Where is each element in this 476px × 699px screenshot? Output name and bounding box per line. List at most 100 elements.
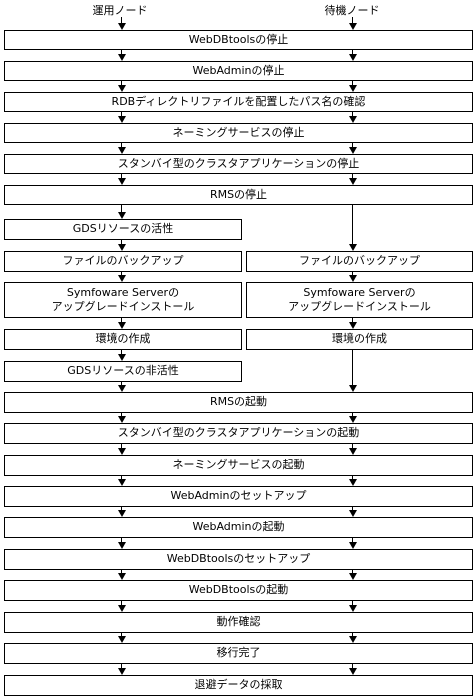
arrow — [349, 244, 357, 251]
arrow — [118, 668, 126, 675]
arrow — [349, 322, 357, 329]
arrow — [121, 81, 122, 85]
step-stop-webdbtools: WebDBtoolsの停止 — [4, 30, 473, 50]
step-start-rms: RMSの起動 — [4, 392, 473, 413]
arrow — [121, 444, 122, 448]
step-activate-gds: GDSリソースの活性 — [4, 219, 242, 240]
arrow — [349, 54, 357, 61]
arrow — [121, 240, 122, 244]
step-stop-rms: RMSの停止 — [4, 185, 473, 205]
arrow — [352, 81, 353, 85]
step-start-cluster-app: スタンバイ型のクラスタアプリケーションの起動 — [4, 423, 473, 444]
arrow — [118, 510, 126, 517]
step-create-env-active: 環境の作成 — [4, 329, 242, 350]
arrow — [121, 50, 122, 54]
arrow — [121, 205, 122, 212]
arrow — [349, 668, 357, 675]
step-stop-cluster-app: スタンバイ型のクラスタアプリケーションの停止 — [4, 154, 473, 174]
arrow — [352, 174, 353, 178]
arrow — [352, 664, 353, 668]
step-create-env-standby: 環境の作成 — [246, 329, 473, 350]
arrow — [349, 385, 357, 392]
arrow — [352, 507, 353, 510]
arrow — [352, 50, 353, 54]
arrow — [118, 354, 126, 361]
arrow — [118, 275, 126, 282]
arrow — [352, 318, 353, 322]
arrow — [118, 573, 126, 580]
standby-node-label: 待機ノード — [324, 4, 380, 17]
arrow — [118, 178, 126, 185]
step-start-naming-service: ネーミングサービスの起動 — [4, 455, 473, 476]
arrow — [349, 23, 357, 30]
step-check-rdb-path: RDBディレクトリファイルを配置したパス名の確認 — [4, 92, 473, 112]
arrow — [118, 147, 126, 154]
arrow — [352, 143, 353, 147]
arrow — [118, 448, 126, 455]
arrow — [118, 542, 126, 549]
step-setup-webdbtools: WebDBtoolsのセットアップ — [4, 549, 473, 570]
step-migration-complete: 移行完了 — [4, 643, 473, 664]
arrow — [121, 272, 122, 275]
arrow — [118, 385, 126, 392]
arrow — [118, 322, 126, 329]
arrow — [349, 85, 357, 92]
arrow — [352, 350, 353, 385]
arrow — [349, 510, 357, 517]
arrow — [121, 143, 122, 147]
step-stop-naming-service: ネーミングサービスの停止 — [4, 123, 473, 143]
step-upgrade-install-standby: Symfoware Serverの アップグレードインストール — [246, 282, 473, 318]
arrow — [118, 244, 126, 251]
arrow — [121, 413, 122, 416]
arrow — [349, 448, 357, 455]
arrow — [121, 538, 122, 542]
arrow — [352, 570, 353, 573]
arrow — [121, 633, 122, 636]
arrow — [121, 17, 122, 23]
arrow — [121, 664, 122, 668]
arrow — [121, 601, 122, 605]
arrow — [352, 444, 353, 448]
arrow — [352, 112, 353, 116]
arrow — [118, 85, 126, 92]
arrow — [349, 542, 357, 549]
arrow — [118, 636, 126, 643]
arrow — [349, 479, 357, 486]
arrow — [349, 178, 357, 185]
arrow — [349, 416, 357, 423]
arrow — [352, 633, 353, 636]
step-backup-active: ファイルのバックアップ — [4, 251, 242, 272]
arrow — [349, 573, 357, 580]
step-deactivate-gds: GDSリソースの非活性 — [4, 361, 242, 382]
arrow — [121, 112, 122, 116]
arrow — [352, 476, 353, 479]
arrow — [118, 116, 126, 123]
step-start-webdbtools: WebDBtoolsの起動 — [4, 580, 473, 601]
arrow — [121, 476, 122, 479]
arrow — [121, 570, 122, 573]
active-node-label: 運用ノード — [92, 4, 148, 17]
arrow — [118, 54, 126, 61]
arrow — [118, 23, 126, 30]
arrow — [121, 174, 122, 178]
arrow — [349, 116, 357, 123]
arrow — [349, 147, 357, 154]
arrow — [349, 605, 357, 612]
arrow — [118, 212, 126, 219]
arrow — [352, 272, 353, 275]
step-start-webadmin: WebAdminの起動 — [4, 517, 473, 538]
arrow — [121, 382, 122, 385]
arrow — [352, 538, 353, 542]
arrow — [121, 507, 122, 510]
step-upgrade-install-active: Symfoware Serverの アップグレードインストール — [4, 282, 242, 318]
step-setup-webadmin: WebAdminのセットアップ — [4, 486, 473, 507]
step-stop-webadmin: WebAdminの停止 — [4, 61, 473, 81]
step-collect-backup-data: 退避データの採取 — [4, 675, 473, 696]
arrow — [349, 275, 357, 282]
step-backup-standby: ファイルのバックアップ — [246, 251, 473, 272]
arrow — [118, 416, 126, 423]
arrow — [118, 605, 126, 612]
arrow — [352, 205, 353, 244]
arrow — [349, 636, 357, 643]
